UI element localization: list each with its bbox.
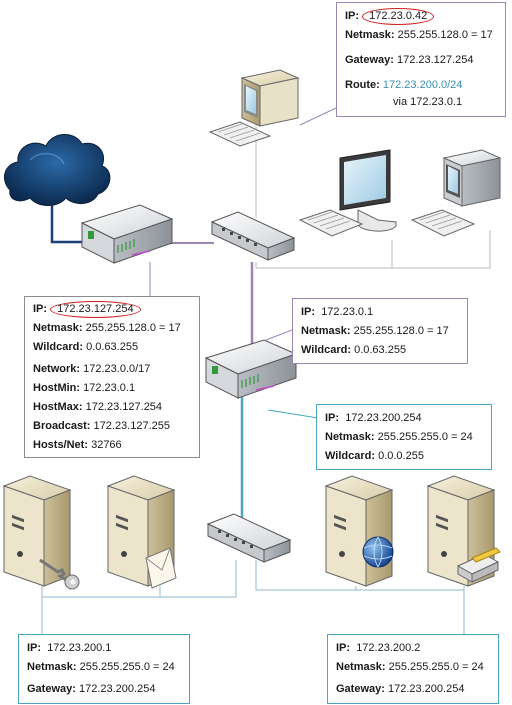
router-info-box-lower: IP: 172.23.200.254 Netmask: 255.255.255.… bbox=[316, 404, 492, 470]
wildcard-row: Wildcard: 0.0.0.255 bbox=[325, 447, 483, 466]
ip-value: 172.23.0.1 bbox=[321, 306, 374, 318]
netmask-label: Netmask: bbox=[325, 431, 375, 443]
ip-label: IP: bbox=[33, 303, 48, 315]
hostmax-value: 172.23.127.254 bbox=[85, 401, 163, 413]
wildcard-row: Wildcard: 0.0.63.255 bbox=[301, 341, 459, 360]
wildcard-label: Wildcard: bbox=[301, 344, 352, 356]
gateway-row: Gateway: 172.23.200.254 bbox=[336, 680, 490, 699]
hosts-label: Hosts/Net: bbox=[33, 439, 89, 451]
wildcard-value: 0.0.0.255 bbox=[378, 450, 424, 462]
netmask-value: 255.255.128.0 = 17 bbox=[397, 29, 493, 41]
wildcard-row: Wildcard: 0.0.63.255 bbox=[33, 338, 191, 357]
key-icon bbox=[39, 558, 80, 590]
netmask-value: 255.255.128.0 = 17 bbox=[85, 322, 181, 334]
desktop-computer-icon bbox=[208, 69, 300, 147]
wildcard-value: 0.0.63.255 bbox=[354, 344, 407, 356]
netmask-row: Netmask: 255.255.128.0 = 17 bbox=[33, 319, 191, 338]
netmask-label: Netmask: bbox=[345, 29, 395, 41]
top-box-connector bbox=[299, 107, 337, 126]
gateway-label: Gateway: bbox=[345, 54, 394, 66]
route-row: Route: 172.23.200.0/24 bbox=[345, 76, 497, 95]
netmask-value: 255.255.128.0 = 17 bbox=[353, 325, 449, 337]
hosts-row: Hosts/Net: 32766 bbox=[33, 436, 191, 455]
wildcard-value: 0.0.63.255 bbox=[86, 341, 139, 353]
ip-row: IP: 172.23.200.2 bbox=[336, 639, 490, 658]
hostmin-row: HostMin: 172.23.0.1 bbox=[33, 379, 191, 398]
netmask-row: Netmask: 255.255.128.0 = 17 bbox=[301, 322, 459, 341]
hostmin-value: 172.23.0.1 bbox=[83, 382, 136, 394]
netmask-value: 255.255.255.0 = 24 bbox=[377, 431, 473, 443]
switch-icon bbox=[206, 513, 292, 563]
hostmin-label: HostMin: bbox=[33, 382, 81, 394]
ip-value: 172.23.200.2 bbox=[356, 642, 421, 654]
ip-row: IP: 172.23.0.1 bbox=[301, 303, 459, 322]
broadcast-row: Broadcast: 172.23.127.255 bbox=[33, 417, 191, 436]
host-info-box-bottom-right: IP: 172.23.200.2 Netmask: 255.255.255.0 … bbox=[327, 634, 499, 704]
ip-label: IP: bbox=[345, 10, 360, 22]
envelope-icon bbox=[145, 547, 177, 589]
netmask-label: Netmask: bbox=[33, 322, 83, 334]
gateway-row: Gateway: 172.23.200.254 bbox=[27, 680, 181, 699]
host-info-box-top: IP: 172.23.0.42 Netmask: 255.255.128.0 =… bbox=[336, 2, 506, 117]
hosts-value: 32766 bbox=[91, 439, 122, 451]
hostmax-row: HostMax: 172.23.127.254 bbox=[33, 398, 191, 417]
desktop-computer-icon bbox=[410, 149, 502, 237]
ip-row: IP: 172.23.0.42 bbox=[345, 7, 497, 26]
network-row: Network: 172.23.0.0/17 bbox=[33, 360, 191, 379]
netmask-label: Netmask: bbox=[27, 661, 77, 673]
server-icon bbox=[2, 475, 72, 587]
netmask-row: Netmask: 255.255.255.0 = 24 bbox=[336, 658, 490, 677]
globe-icon bbox=[362, 536, 394, 568]
lower-lan-lines bbox=[41, 560, 465, 634]
cloud-icon bbox=[3, 134, 111, 206]
gateway-value: 172.23.200.254 bbox=[387, 683, 465, 695]
route-value: 172.23.200.0/24 bbox=[382, 79, 463, 91]
gateway-label: Gateway: bbox=[27, 683, 76, 695]
ip-row: IP: 172.23.127.254 bbox=[33, 300, 191, 319]
network-value: 172.23.0.0/17 bbox=[83, 363, 151, 375]
ip-label: IP: bbox=[336, 642, 351, 654]
netmask-label: Netmask: bbox=[301, 325, 351, 337]
router-icon bbox=[204, 339, 298, 399]
ip-label: IP: bbox=[301, 306, 316, 318]
ip-label: IP: bbox=[325, 412, 340, 424]
printer-icon bbox=[456, 547, 501, 583]
broadcast-value: 172.23.127.255 bbox=[93, 420, 170, 432]
ip-value: 172.23.127.254 bbox=[50, 301, 141, 318]
broadcast-label: Broadcast: bbox=[33, 420, 91, 432]
lower-box-connector bbox=[267, 409, 319, 419]
ip-row: IP: 172.23.200.1 bbox=[27, 639, 181, 658]
host-info-box-bottom-left: IP: 172.23.200.1 Netmask: 255.255.255.0 … bbox=[18, 634, 190, 704]
route-via: via 172.23.0.1 bbox=[393, 96, 463, 108]
middle-box-connector bbox=[265, 329, 293, 341]
ip-value: 172.23.200.254 bbox=[345, 412, 422, 424]
switch-icon bbox=[210, 211, 296, 261]
netmask-row: Netmask: 255.255.128.0 = 17 bbox=[345, 26, 497, 45]
netmask-row: Netmask: 255.255.255.0 = 24 bbox=[27, 658, 181, 677]
gateway-row: Gateway: 172.23.127.254 bbox=[345, 51, 497, 70]
gateway-value: 172.23.127.254 bbox=[396, 54, 474, 66]
gateway-label: Gateway: bbox=[336, 683, 385, 695]
gateway-value: 172.23.200.254 bbox=[78, 683, 156, 695]
network-label: Network: bbox=[33, 363, 81, 375]
hostmax-label: HostMax: bbox=[33, 401, 83, 413]
netmask-value: 255.255.255.0 = 24 bbox=[79, 661, 175, 673]
route-label: Route: bbox=[345, 79, 380, 91]
netmask-row: Netmask: 255.255.255.0 = 24 bbox=[325, 428, 483, 447]
wildcard-label: Wildcard: bbox=[33, 341, 84, 353]
netmask-value: 255.255.255.0 = 24 bbox=[388, 661, 484, 673]
server-icon bbox=[324, 475, 394, 587]
ip-label: IP: bbox=[27, 642, 42, 654]
router-info-box-left: IP: 172.23.127.254 Netmask: 255.255.128.… bbox=[24, 296, 200, 458]
ip-value: 172.23.200.1 bbox=[47, 642, 112, 654]
router-info-box-upper: IP: 172.23.0.1 Netmask: 255.255.128.0 = … bbox=[292, 298, 468, 364]
netmask-label: Netmask: bbox=[336, 661, 386, 673]
router-icon bbox=[80, 204, 174, 264]
wildcard-label: Wildcard: bbox=[325, 450, 376, 462]
ip-value: 172.23.0.42 bbox=[362, 8, 435, 25]
ip-row: IP: 172.23.200.254 bbox=[325, 409, 483, 428]
desktop-computer-icon bbox=[298, 149, 397, 237]
